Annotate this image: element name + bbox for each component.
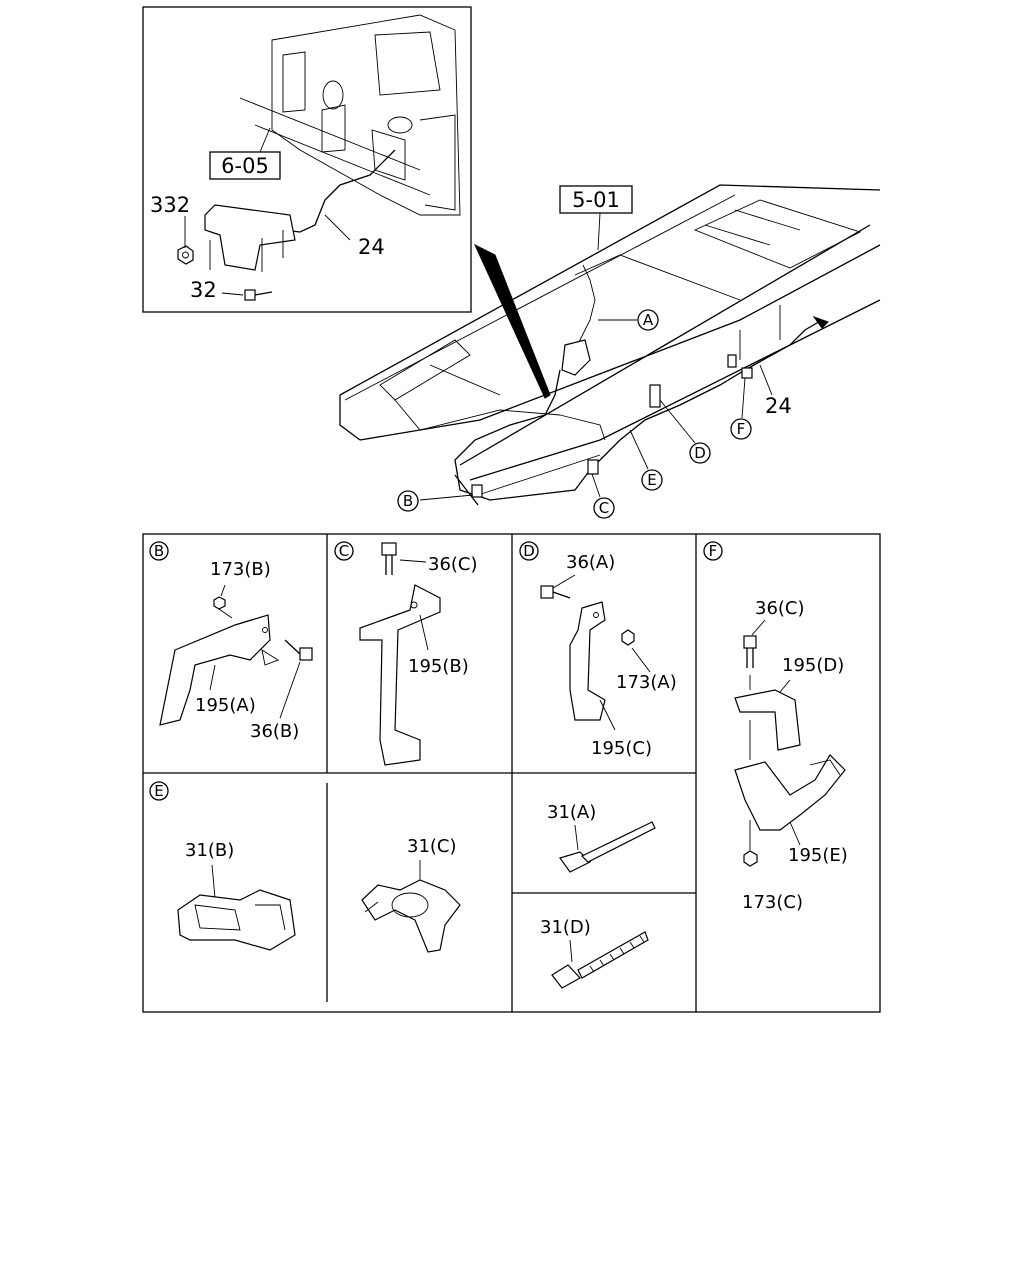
detail-pointer	[473, 243, 551, 399]
panel-e-part-31c: 31(C)	[407, 836, 457, 857]
panel-d-part-36a: 36(A)	[566, 552, 615, 573]
panel-f: F 36(C) 195(D) 195(E) 173(C)	[703, 541, 848, 913]
callout-b: B	[403, 492, 413, 510]
callout-f: F	[737, 420, 746, 438]
label-332: 332	[150, 193, 190, 217]
label-24-main: 24	[765, 394, 792, 418]
callout-e: E	[647, 471, 656, 489]
inset-detail: 6-05 332 24 32	[142, 6, 472, 313]
panel-c-part-195b: 195(B)	[408, 656, 469, 677]
callout-a: A	[643, 311, 654, 329]
panel-e-letter: E	[154, 782, 163, 800]
panel-b: B 173(B) 195(A) 36(B)	[149, 541, 313, 742]
panel-c: C 36(C) 195(B)	[334, 541, 478, 766]
panel-b-letter: B	[154, 542, 164, 560]
label-32: 32	[190, 278, 217, 302]
panel-f-part-195e: 195(E)	[788, 845, 848, 866]
panel-c-letter: C	[339, 542, 349, 560]
panel-b-part-36b: 36(B)	[250, 721, 299, 742]
panel-c-part-36c: 36(C)	[428, 554, 478, 575]
callout-c: C	[599, 499, 609, 517]
panel-d-part-173a: 173(A)	[616, 672, 677, 693]
panel-cable-ties: 31(A) 31(D)	[540, 802, 656, 989]
panel-f-part-195d: 195(D)	[782, 655, 844, 676]
panel-e-part-31b: 31(B)	[185, 840, 234, 861]
frame-view: 5-01 A B C D E F 24	[339, 184, 881, 519]
panel-ties-part-31d: 31(D)	[540, 917, 591, 938]
ref-box-5-01: 5-01	[572, 188, 620, 212]
label-24-inset: 24	[358, 235, 385, 259]
panel-d-part-195c: 195(C)	[591, 738, 652, 759]
panel-d-letter: D	[523, 542, 535, 560]
callout-d: D	[694, 444, 706, 462]
panel-b-part-195a: 195(A)	[195, 695, 256, 716]
panel-ties-part-31a: 31(A)	[547, 802, 596, 823]
panel-b-part-173b: 173(B)	[210, 559, 271, 580]
ref-box-6-05: 6-05	[221, 154, 269, 178]
panel-f-part-36c: 36(C)	[755, 598, 805, 619]
detail-grid	[142, 533, 881, 1013]
panel-e: E 31(B) 31(C)	[149, 781, 461, 953]
panel-d: D 36(A) 173(A) 195(C)	[519, 541, 677, 759]
panel-f-part-173c: 173(C)	[742, 892, 803, 913]
panel-f-letter: F	[709, 542, 718, 560]
